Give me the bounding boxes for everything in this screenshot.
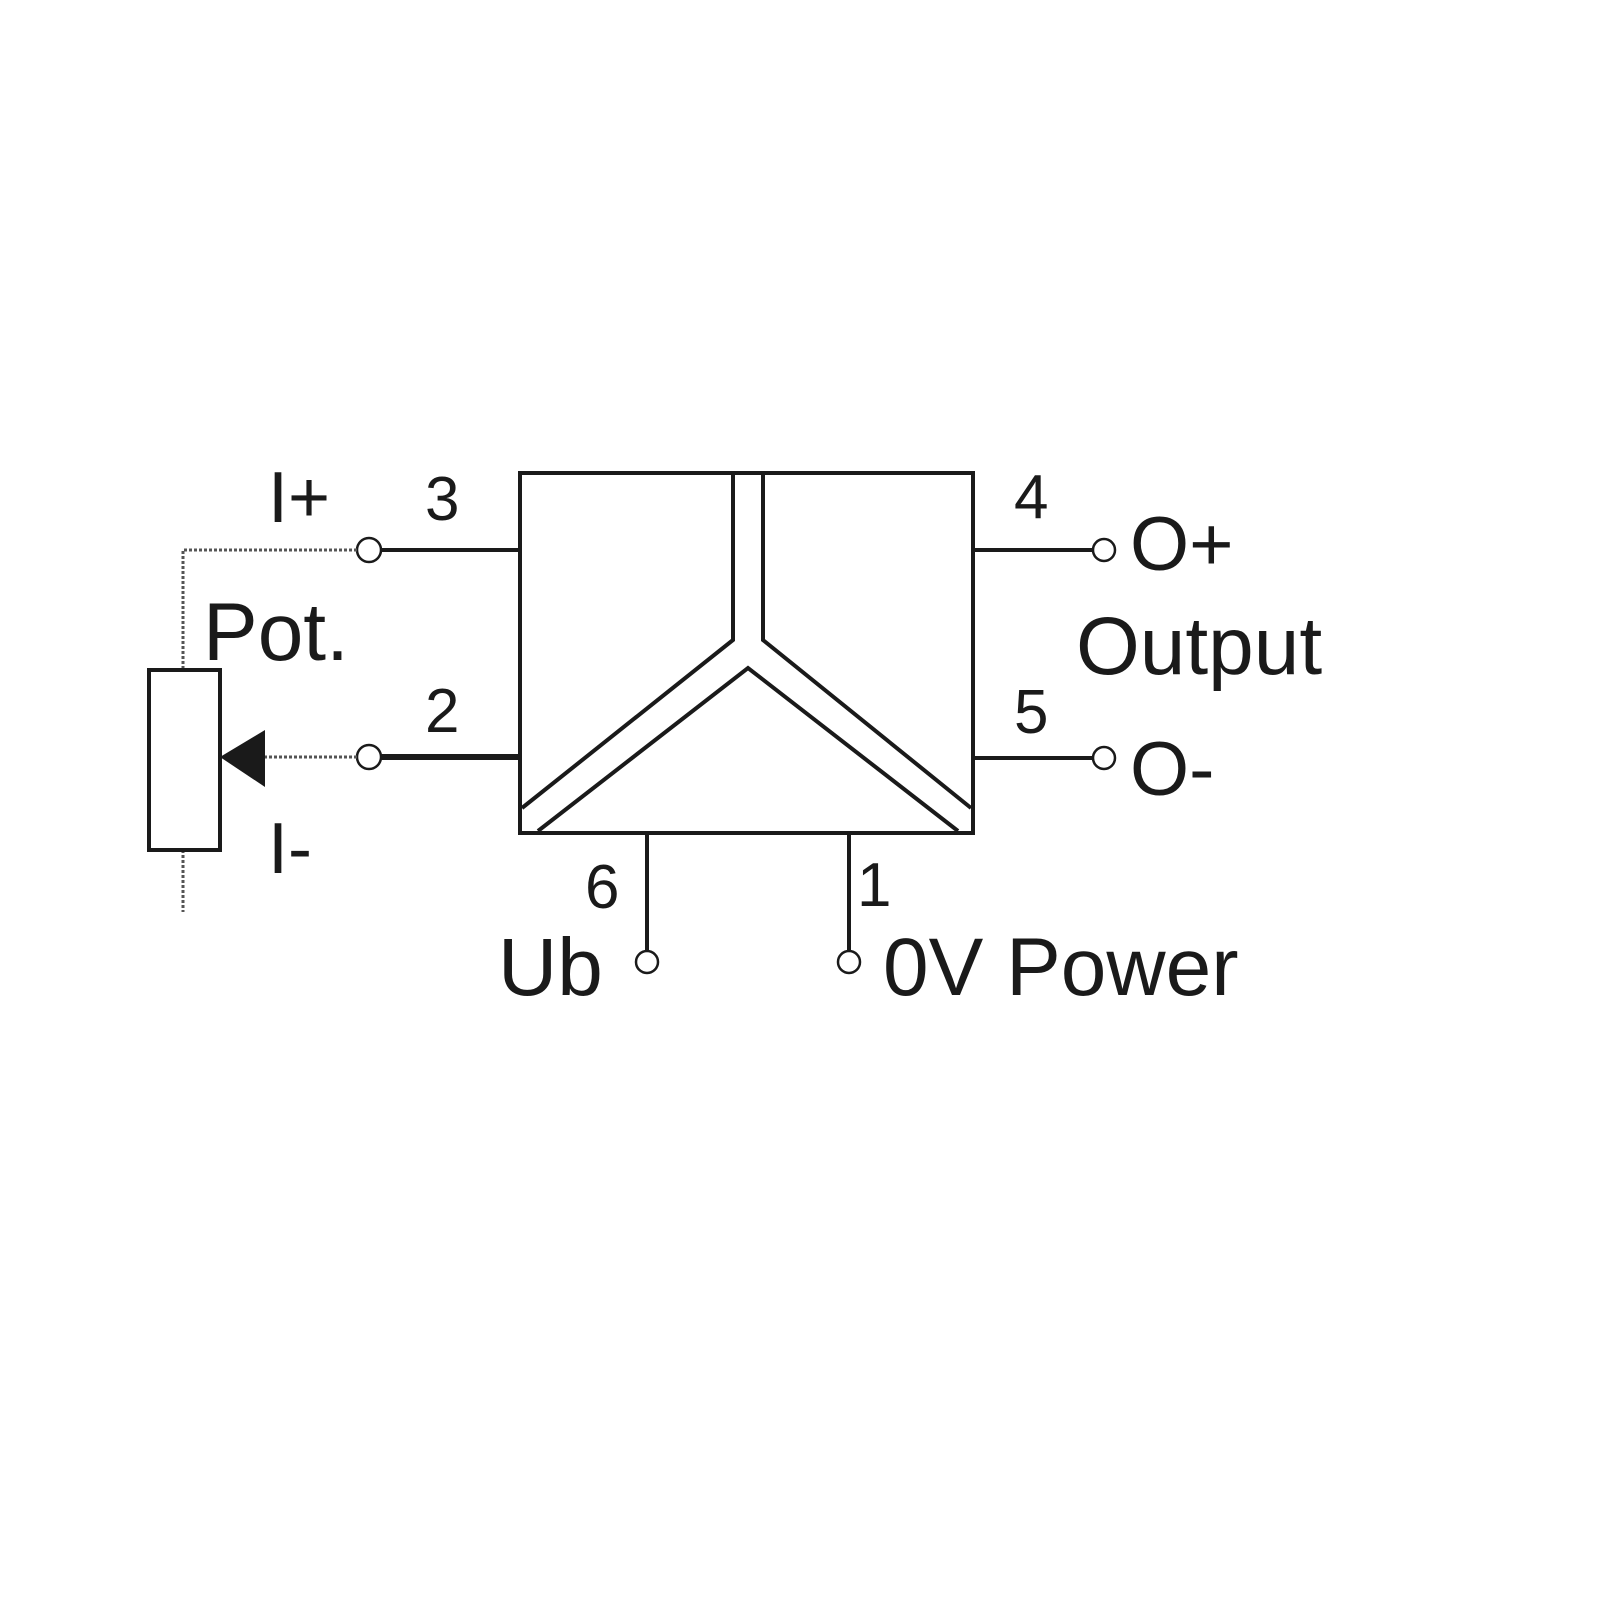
label-pin-1: 1 xyxy=(857,851,891,920)
label-pin-2: 2 xyxy=(425,677,459,746)
label-0v-power: 0V Power xyxy=(883,922,1239,1013)
y-separator-right xyxy=(761,475,973,810)
label-i-plus: I+ xyxy=(268,458,330,538)
label-pot: Pot. xyxy=(203,587,349,678)
y-separator-inner xyxy=(536,665,960,833)
label-o-minus: O- xyxy=(1130,727,1214,812)
terminal-4 xyxy=(1091,537,1117,563)
input-terminals xyxy=(181,536,520,912)
label-pin-6: 6 xyxy=(585,853,619,922)
label-pin-4: 4 xyxy=(1014,463,1048,532)
terminal-1 xyxy=(836,949,862,975)
power-terminals xyxy=(634,833,862,975)
isolator-block xyxy=(518,471,975,835)
wiper-arrow-icon xyxy=(220,730,265,787)
label-i-minus: I- xyxy=(268,809,312,889)
terminal-5 xyxy=(1091,745,1117,771)
terminal-6 xyxy=(634,949,660,975)
y-separator-left xyxy=(520,475,735,810)
output-terminals xyxy=(973,537,1117,771)
terminal-2 xyxy=(355,743,383,771)
label-output: Output xyxy=(1076,601,1322,692)
label-ub: Ub xyxy=(498,922,603,1013)
label-o-plus: O+ xyxy=(1130,502,1234,587)
label-pin-5: 5 xyxy=(1014,678,1048,747)
terminal-3 xyxy=(355,536,383,564)
potentiometer-symbol xyxy=(147,668,265,852)
label-pin-3: 3 xyxy=(425,465,459,534)
